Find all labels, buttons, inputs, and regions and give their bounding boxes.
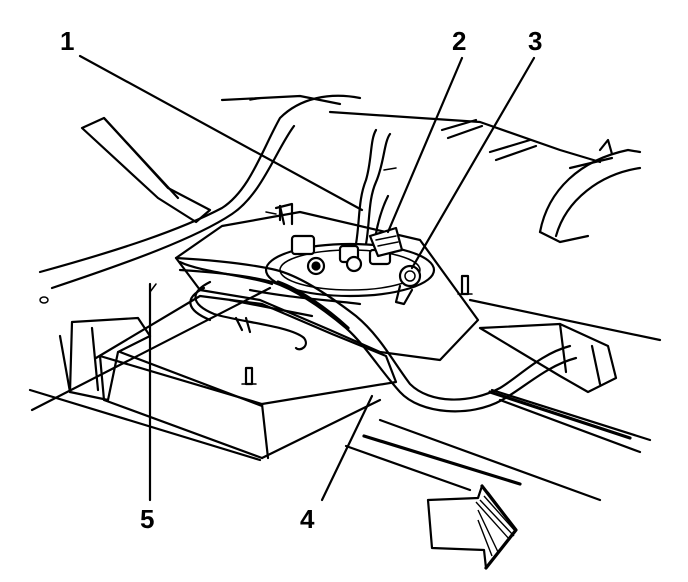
callout-leaders <box>78 54 536 502</box>
fuel-tank-strap <box>174 256 578 413</box>
fuel-tank <box>94 210 480 460</box>
callout-3: 3 <box>528 26 542 56</box>
leader-3 <box>410 56 536 270</box>
callout-5: 5 <box>140 504 154 534</box>
leader-1 <box>78 54 364 212</box>
arrow-icon <box>426 484 518 570</box>
callout-4: 4 <box>300 504 315 534</box>
leader-4 <box>320 394 374 502</box>
vehicle-underbody <box>28 94 662 502</box>
leader-2 <box>386 56 464 234</box>
fuel-sender-module <box>264 128 436 306</box>
callout-1: 1 <box>60 26 74 56</box>
callout-2: 2 <box>452 26 466 56</box>
callout-numbers: 1 2 3 4 5 <box>60 26 542 534</box>
